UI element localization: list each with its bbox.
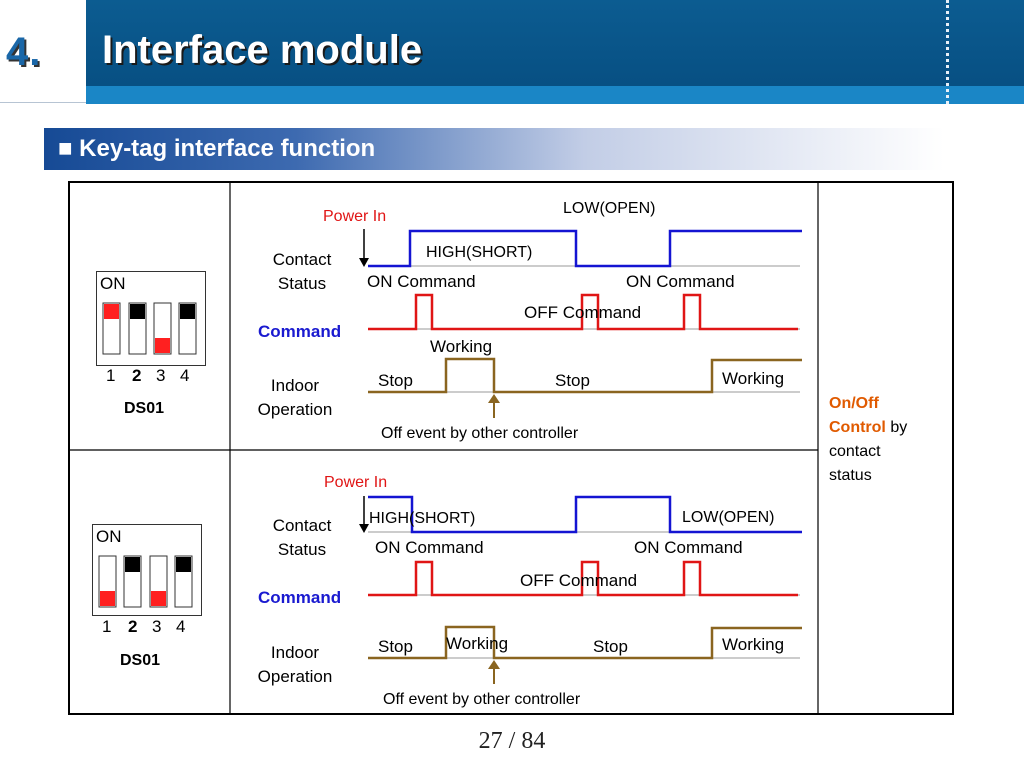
dip-number: 4 [180, 366, 190, 385]
power-in-label: Power In [324, 474, 388, 491]
dip-on-label: ON [96, 527, 122, 546]
contact-status-label: Status [277, 540, 327, 559]
on-command-label: ON Command [375, 538, 484, 557]
dip-switch-2-toggles [98, 555, 193, 608]
contact-status-label: Contact [272, 250, 332, 269]
operation-signal [368, 357, 802, 394]
stop-label: Stop [555, 371, 590, 390]
function-table [68, 181, 954, 715]
dip-switch-2: ON [92, 524, 202, 616]
section-number: 4. [6, 30, 42, 74]
contact-status-label: Status [277, 274, 327, 293]
dip-number: 2 [132, 366, 142, 385]
subtitle: ■ Key-tag interface function [58, 135, 376, 162]
contact-status-label: Contact [272, 516, 332, 535]
dip-toggle [102, 302, 121, 355]
dip-on-label: ON [100, 274, 126, 293]
indoor-operation-label: Indoor [270, 643, 320, 662]
indoor-operation-label: Indoor [270, 376, 320, 395]
working-label: Working [722, 369, 785, 388]
command-signal [368, 293, 798, 331]
dip-number: 2 [128, 617, 138, 636]
dip-number: 3 [152, 617, 162, 636]
power-in-label: Power In [323, 208, 387, 225]
off-event-label: Off event by other controller [381, 425, 579, 442]
command-label: Command [258, 588, 342, 607]
stop-label: Stop [593, 637, 628, 656]
stop-label: Stop [378, 637, 413, 656]
note-by: by [885, 419, 908, 436]
dotted-divider [946, 0, 949, 104]
page-number: 27 / 84 [478, 728, 546, 754]
title-bottom-strip [86, 86, 1024, 104]
dip-name: DS01 [124, 400, 165, 417]
on-command-label: ON Command [634, 538, 743, 557]
header-rule [0, 102, 86, 103]
dip-toggle [98, 555, 117, 608]
note-control: Control [829, 419, 886, 436]
note-on-off: On/Off [829, 395, 879, 412]
on-command-label: ON Command [626, 272, 735, 291]
off-command-label: OFF Command [524, 303, 642, 322]
power-in-arrowhead [359, 524, 369, 533]
stop-label: Stop [378, 371, 413, 390]
dip-number: 1 [106, 366, 116, 385]
indoor-operation-label: Operation [257, 400, 333, 419]
dip-toggle [174, 555, 193, 608]
subtitle-band [44, 128, 944, 170]
working-label: Working [446, 634, 509, 653]
command-signal [368, 560, 798, 597]
working-label: Working [722, 635, 785, 654]
dip-toggle [178, 302, 197, 355]
power-in-arrowhead [359, 258, 369, 267]
contact-status-signal [368, 229, 802, 268]
low-open-label: LOW(OPEN) [682, 509, 775, 526]
contact-status-signal [368, 495, 802, 534]
page-title: Interface module [102, 28, 423, 72]
dip-number: 1 [102, 617, 112, 636]
dip-number: 3 [156, 366, 166, 385]
operation-signal [368, 625, 802, 660]
dip-toggle [123, 555, 142, 608]
note-status: status [829, 467, 872, 484]
dip-toggle [153, 302, 172, 355]
note-contact: contact [829, 443, 881, 460]
off-event-arrowhead [488, 394, 500, 403]
dip-name: DS01 [120, 652, 161, 669]
off-event-label: Off event by other controller [383, 691, 581, 708]
high-short-label: HIGH(SHORT) [369, 510, 476, 527]
on-command-label: ON Command [367, 272, 476, 291]
control-note: On/Off Control by contact status [829, 392, 947, 488]
dip-switch-1: ON [96, 271, 206, 366]
dip-toggle [149, 555, 168, 608]
dip-number: 4 [176, 617, 186, 636]
off-command-label: OFF Command [520, 571, 638, 590]
dip-switch-1-toggles [102, 302, 197, 355]
indoor-operation-label: Operation [257, 667, 333, 686]
low-open-label: LOW(OPEN) [563, 200, 656, 217]
dip-toggle [128, 302, 147, 355]
high-short-label: HIGH(SHORT) [426, 244, 533, 261]
command-label: Command [258, 322, 342, 341]
off-event-arrowhead [488, 660, 500, 669]
working-label: Working [430, 337, 493, 356]
